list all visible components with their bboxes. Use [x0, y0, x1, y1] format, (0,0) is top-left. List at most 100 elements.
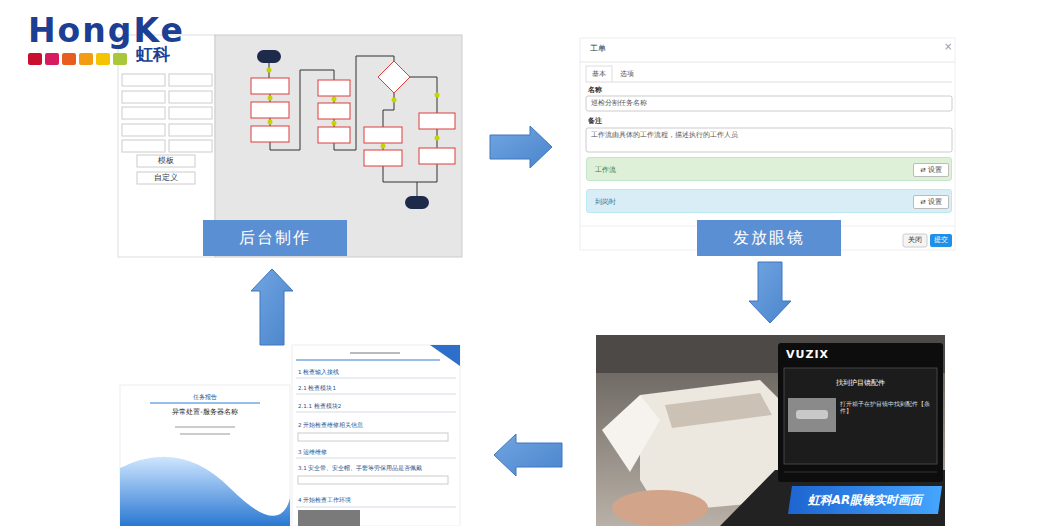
sidebar-button: [169, 140, 212, 152]
node-text: 选项: [614, 66, 640, 82]
junction-dot: [268, 120, 273, 125]
flow-wire: [383, 166, 417, 196]
process-box: [364, 127, 402, 143]
junction-dot: [268, 96, 273, 101]
report-cover: 任务报告异常处置-服务器名称: [120, 385, 290, 526]
arrival-bar: 到岗时 ⇄ 设置: [586, 189, 952, 213]
process-box: [318, 127, 350, 143]
node-text: 工单: [590, 44, 606, 54]
junction-dots: [267, 68, 440, 149]
flow-wire: [417, 164, 437, 182]
form-window: [580, 38, 955, 250]
node-text: 关闭: [903, 234, 927, 247]
report-cover: [120, 385, 290, 526]
flow-arrow: [251, 269, 293, 345]
node-text: 异常处置-服务器名称: [120, 407, 290, 418]
workflow-bar: 工作流 ⇄ 设置: [586, 157, 952, 181]
sidebar-button: [122, 91, 165, 103]
start-pill: [257, 50, 281, 63]
node-text: 2.1 检查模块1: [298, 385, 336, 392]
flowchart-wires: [269, 56, 437, 196]
logo-square: [28, 53, 42, 65]
logo-square: [79, 53, 93, 65]
node-text: 4 开始检查工作环境: [298, 497, 351, 504]
cover-line: [180, 433, 230, 435]
heading-rule: [296, 412, 456, 413]
report-page: 1 检查输入接线2.1 检查模块12.1.1 检查模块22 开始检查维修相关信息…: [292, 345, 460, 526]
heading-rules: [296, 378, 456, 507]
glasses-screen: VUZIX找到护目镜配件打开箱子在护目镜中找到配件【条件】: [778, 343, 943, 482]
process-box: [251, 78, 289, 94]
caption-band: [788, 486, 942, 514]
node-text: 后台制作: [239, 228, 311, 249]
logo-squares: [28, 53, 127, 65]
picture-part: [796, 410, 828, 419]
decision-diamond: [378, 61, 410, 93]
hand: [612, 490, 708, 526]
cover-wave: [120, 457, 290, 526]
node-text: 任务报告: [120, 392, 290, 401]
node-text: 2.1.1 检查模块2: [298, 403, 341, 410]
report-page: [292, 345, 460, 526]
page-rule: [296, 360, 440, 361]
tab-line: [612, 82, 952, 83]
node-text: ⇄ 设置: [913, 163, 949, 177]
node-text: 名称: [588, 86, 602, 94]
screen-picture: [788, 398, 836, 432]
process-box: [318, 103, 350, 119]
flow-arrow: [494, 434, 562, 476]
sidebar-button: [122, 107, 165, 119]
photo-background: [596, 335, 945, 526]
node-text: 工作流: [595, 166, 616, 174]
sidebar-button: [169, 107, 212, 119]
node-text: 模板: [137, 155, 195, 167]
node-text: ×: [944, 41, 952, 53]
node-text: 巡检分割任务名称: [591, 99, 647, 107]
node-text: 工作流由具体的工作流程，描述执行的工作人员: [591, 131, 738, 139]
carton-flap: [602, 395, 660, 472]
page-photo: [298, 510, 360, 526]
flow-arrow: [749, 262, 791, 323]
node-text: 打开箱子在护目镜中找到配件【条件】: [840, 401, 936, 415]
form-divider: [580, 62, 955, 63]
node-text: 提交: [930, 234, 952, 247]
junction-dot: [267, 68, 272, 73]
node-text: 1 检查输入接线: [298, 369, 339, 376]
step-label: 发放眼镜: [697, 220, 841, 256]
heading-rule: [296, 507, 456, 508]
sidebar-button: [169, 74, 212, 86]
logo-square: [96, 53, 110, 65]
process-box: [318, 80, 350, 96]
node-text: 基本: [586, 66, 612, 82]
form-screenshot: 工单 × 基本选项名称巡检分割任务名称备注工作流由具体的工作流程，描述执行的工作人员…: [580, 38, 955, 250]
junction-dot: [332, 97, 337, 102]
process-box: [251, 102, 289, 118]
sidebar-button: [122, 140, 165, 152]
node-text: 备注: [588, 117, 602, 125]
cover-rule: [150, 403, 260, 404]
node-text: 3.1 安全带、安全帽、手套等劳保用品是否佩戴: [298, 465, 423, 472]
logo-square: [45, 53, 59, 65]
step-label: 后台制作: [203, 220, 347, 256]
junction-dot: [435, 93, 440, 98]
text-area: [586, 128, 952, 152]
logo-chinese: 虹科: [136, 45, 170, 64]
custom-button: [137, 172, 195, 184]
heading-rule: [296, 394, 456, 395]
close-button: [903, 234, 927, 247]
editor-sidebar: [118, 35, 215, 257]
junction-dot: [332, 121, 337, 126]
junction-dot: [392, 98, 397, 103]
node-text: 虹科AR眼镜实时画面: [788, 490, 942, 510]
logo-wordmark: HongKe: [28, 13, 185, 49]
sidebar-buttons: [122, 74, 212, 184]
logo-square: [113, 53, 127, 65]
node-text: 到岗时: [595, 198, 616, 206]
glasses-photo: 虹科AR眼镜实时画面 VUZIX找到护目镜配件打开箱子在护目镜中找到配件【条件】: [596, 335, 945, 526]
node-text: ⇄ 设置: [913, 195, 949, 209]
node-text: 自定义: [137, 172, 195, 184]
node-text: 3 运维维修: [298, 449, 327, 456]
cover-line: [175, 426, 235, 428]
